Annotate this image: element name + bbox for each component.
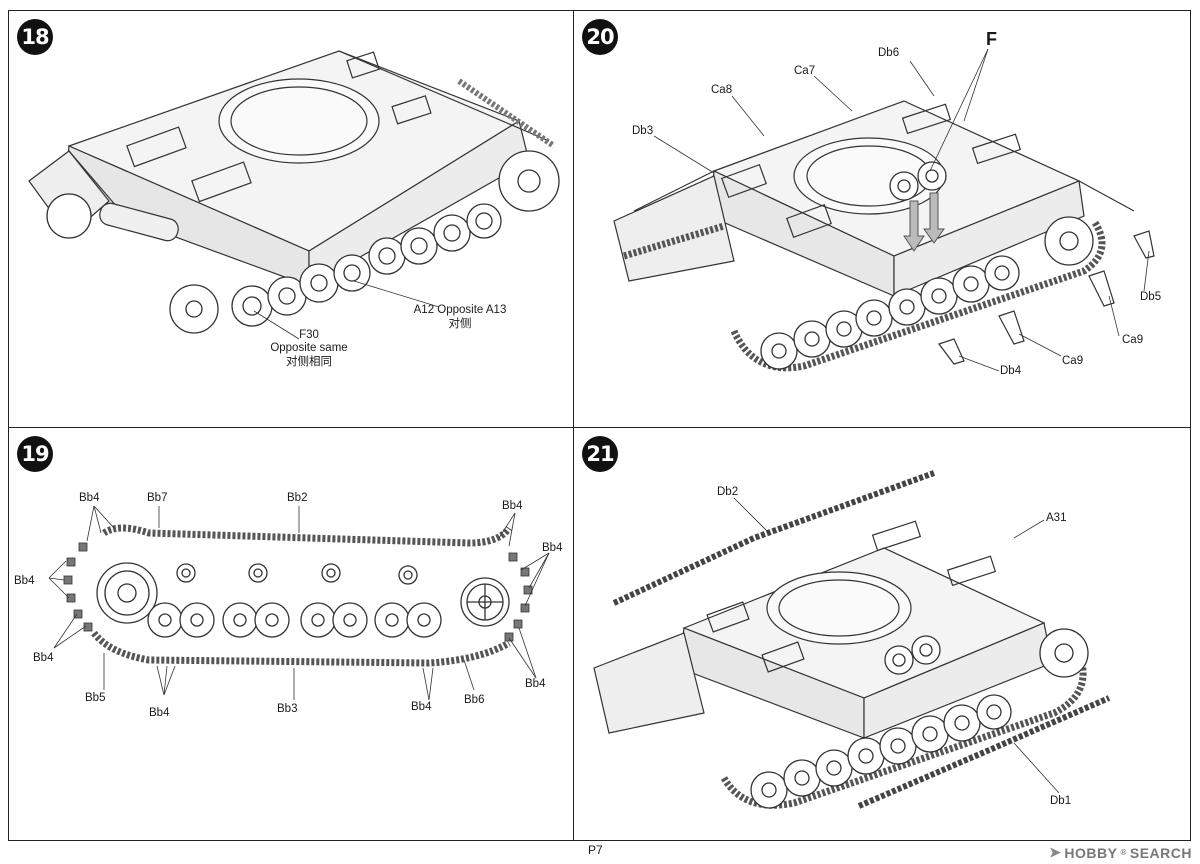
label-bb7: Bb7	[147, 492, 168, 504]
label-bb4-bottom-left: Bb4	[33, 652, 54, 664]
page-number: P7	[588, 843, 603, 857]
label-a12: A12 Opposite A13	[413, 304, 507, 316]
label-bb2: Bb2	[287, 492, 308, 504]
label-db6: Db6	[878, 47, 900, 59]
label-db1: Db1	[1050, 795, 1072, 807]
label-f: F	[986, 29, 997, 49]
hobby-search-watermark: ➤ HOBBY® SEARCH	[1049, 844, 1192, 861]
step-18-panel: 18	[8, 10, 574, 428]
label-bb4-bottom-mid: Bb4	[149, 707, 170, 719]
step-number-badge: 21	[582, 436, 618, 472]
step-21-panel: 21	[573, 427, 1191, 841]
step-21-tank-hull-illustration	[593, 470, 1111, 809]
label-a31: A31	[1046, 512, 1067, 524]
label-ca8: Ca8	[711, 84, 733, 96]
label-bb3: Bb3	[277, 703, 298, 715]
label-bb6: Bb6	[464, 694, 485, 706]
step-20-panel: 20	[573, 10, 1191, 428]
step-19-panel: 19	[8, 427, 574, 841]
label-bb4-right: Bb4	[542, 542, 563, 554]
label-ca7: Ca7	[794, 65, 816, 77]
label-f30: F30	[299, 329, 319, 341]
label-ca9-center: Ca9	[1062, 355, 1084, 367]
step-number-badge: 18	[17, 19, 53, 55]
label-a12-cn: 对侧	[448, 318, 472, 330]
step-number-badge: 20	[582, 19, 618, 55]
label-db5: Db5	[1140, 291, 1162, 303]
label-bb4-top-right: Bb4	[502, 500, 523, 512]
label-ca9-right: Ca9	[1122, 334, 1144, 346]
watermark-brand: HOBBY	[1064, 844, 1118, 861]
label-f30-note: Opposite same	[270, 342, 348, 354]
step-19-track-assembly-illustration	[48, 505, 550, 701]
label-bb4-left: Bb4	[14, 575, 35, 587]
bird-logo-icon: ➤	[1049, 844, 1062, 860]
label-bb5: Bb5	[85, 692, 106, 704]
step-20-tank-hull-illustration	[613, 48, 1155, 372]
label-bb4-bottom-mid-right: Bb4	[411, 701, 432, 713]
label-bb4-top-left: Bb4	[79, 492, 100, 504]
step-18-tank-hull-illustration	[28, 50, 560, 340]
label-db2: Db2	[717, 486, 739, 498]
label-bb4-bottom-right: Bb4	[525, 678, 546, 690]
step-number-badge: 19	[17, 436, 53, 472]
watermark-suffix: SEARCH	[1129, 844, 1192, 861]
label-db3: Db3	[632, 125, 654, 137]
watermark-registered: ®	[1120, 848, 1127, 857]
label-db4: Db4	[1000, 365, 1022, 377]
label-f30-cn: 对侧相同	[286, 356, 332, 368]
